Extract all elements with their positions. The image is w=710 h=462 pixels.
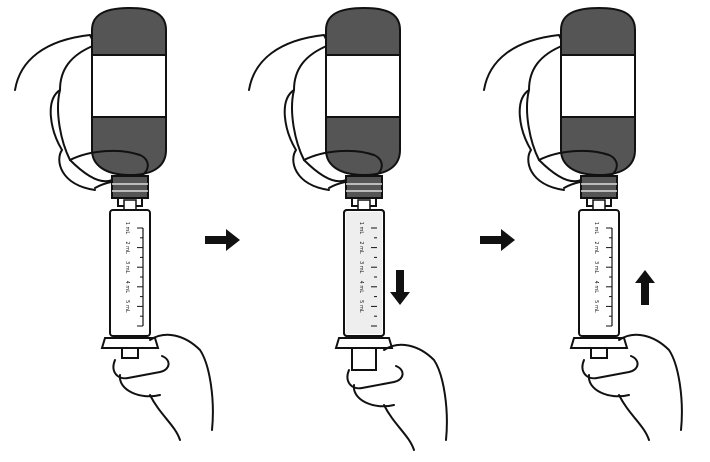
syringe-marks: 1 mL 2 mL 3 mL 4 mL 5 mL (593, 222, 612, 327)
syringe-mark-label: 2 mL (124, 241, 130, 254)
arrow-right-icon (480, 229, 515, 251)
step-1-panel: 1 mL 2 mL 3 mL 4 mL 5 mL (14, 7, 214, 441)
syringe-mark-label: 3 mL (358, 261, 364, 274)
syringe-mark-label: 4 mL (124, 281, 130, 294)
bottle-in-hand (14, 7, 167, 207)
arrow-up-icon (635, 270, 655, 305)
syringe-mark-label: 5 mL (593, 300, 599, 313)
arrow-right-icon (205, 229, 240, 251)
syringe-mark-label: 1 mL (593, 222, 599, 235)
bottle-in-hand (483, 7, 636, 207)
syringe-mark-label: 2 mL (358, 241, 364, 254)
syringe-flange (569, 337, 629, 349)
liquid (346, 212, 382, 334)
syringe-mark-label: 5 mL (358, 300, 364, 313)
syringe-mark-label: 1 mL (358, 222, 364, 235)
syringe-mark-label: 4 mL (593, 281, 599, 294)
bottle-in-hand (248, 7, 401, 207)
syringe-mark-label: 2 mL (593, 241, 599, 254)
syringe-marks: 1 mL 2 mL 3 mL 4 mL 5 mL (358, 222, 377, 327)
syringe-flange (334, 337, 394, 349)
plunger (590, 347, 608, 359)
plunger (121, 347, 139, 359)
syringe-mark-label: 3 mL (124, 261, 130, 274)
plunger-pulled (351, 347, 377, 371)
syringe-mark-label: 4 mL (358, 281, 364, 294)
arrow-down-icon (390, 270, 410, 305)
step-2-panel: 1 mL 2 mL 3 mL 4 mL 5 mL (248, 7, 448, 451)
syringe-mark-label: 1 mL (124, 222, 130, 235)
syringe-mark-label: 5 mL (124, 300, 130, 313)
syringe-mark-label: 3 mL (593, 261, 599, 274)
step-3-panel: 1 mL 2 mL 3 mL 4 mL 5 mL (483, 7, 683, 441)
syringe-marks: 1 mL 2 mL 3 mL 4 mL 5 mL (124, 222, 143, 327)
syringe-flange (100, 337, 160, 349)
